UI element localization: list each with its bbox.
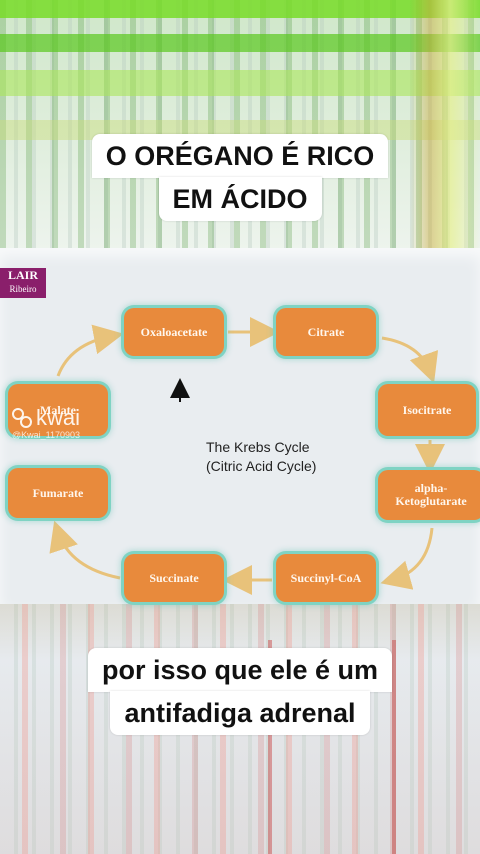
caption-bottom-line-2: antifadiga adrenal (110, 691, 370, 735)
kwai-watermark: kwai @Kwai_1170903 (12, 406, 80, 441)
krebs-cycle-diagram: LAIR Ribeiro Oxaloacetate Citrate Isocit… (0, 248, 480, 604)
arrow-malate-oxaloacetate (56, 324, 124, 377)
arrow-ketoglutarate-succinylcoa (380, 527, 434, 590)
node-citrate: Citrate (276, 308, 376, 356)
caption-bottom: por isso que ele é um antifadiga adrenal (0, 648, 480, 735)
diagram-title-line-2: (Citric Acid Cycle) (206, 458, 317, 474)
node-isocitrate: Isocitrate (378, 384, 476, 436)
kwai-logo-icon (12, 408, 32, 428)
node-alpha-ketoglutarate: alpha-Ketoglutarate (378, 470, 480, 520)
caption-top-line-1: O ORÉGANO É RICO (91, 134, 389, 178)
watermark-user: @Kwai_1170903 (12, 430, 81, 440)
node-fumarate: Fumarate (8, 468, 108, 518)
caption-top-line-2: EM ÁCIDO (158, 177, 322, 221)
node-succinyl-coa: Succinyl-CoA (276, 554, 376, 602)
node-oxaloacetate: Oxaloacetate (124, 308, 224, 356)
logo-line-1: LAIR (7, 268, 38, 282)
channel-logo: LAIR Ribeiro (0, 268, 46, 298)
cycle-arrows (49, 317, 445, 595)
arrow-succinate-fumarate (49, 520, 121, 580)
caption-top: O ORÉGANO É RICO EM ÁCIDO (0, 134, 480, 221)
watermark-brand: kwai (36, 405, 81, 430)
diagram-title: The Krebs Cycle (Citric Acid Cycle) (206, 438, 316, 476)
decorative-line (268, 640, 272, 854)
arrow-citrate-isocitrate (381, 336, 439, 384)
caption-bottom-line-1: por isso que ele é um (87, 648, 393, 692)
decorative-stripes-side (410, 0, 480, 250)
logo-line-2: Ribeiro (9, 284, 37, 294)
node-succinate: Succinate (124, 554, 224, 602)
diagram-title-line-1: The Krebs Cycle (206, 439, 310, 455)
decorative-line (392, 640, 396, 854)
